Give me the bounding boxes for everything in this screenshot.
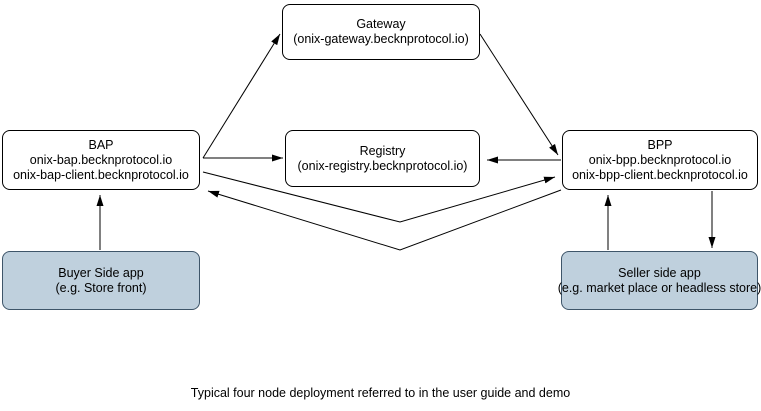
node-seller-title: Seller side app (618, 265, 701, 280)
node-seller-side-app: Seller side app (e.g. market place or he… (557, 251, 761, 310)
node-bpp: BPP onix-bpp.becknprotocol.io onix-bpp-c… (562, 130, 758, 190)
node-buyer-example: (e.g. Store front) (55, 280, 147, 295)
node-bpp-client-url: onix-bpp-client.becknprotocol.io (572, 167, 748, 182)
node-gateway: Gateway (onix-gateway.becknprotocol.io) (282, 4, 480, 60)
node-seller-example: (e.g. market place or headless store) (557, 280, 761, 295)
edge-bap-to-bpp (202, 171, 556, 223)
diagram-caption: Typical four node deployment referred to… (190, 386, 571, 400)
node-registry-url: (onix-registry.becknprotocol.io) (297, 158, 468, 173)
edge-bap-to-gateway (202, 33, 281, 159)
node-registry-title: Registry (359, 143, 406, 158)
edge-bpp-to-bap (207, 189, 562, 251)
node-bap: BAP onix-bap.becknprotocol.io onix-bap-c… (2, 130, 200, 190)
node-gateway-title: Gateway (356, 17, 406, 31)
node-bpp-url: onix-bpp.becknprotocol.io (588, 152, 732, 167)
node-bap-title: BAP (88, 137, 114, 152)
node-gateway-url: (onix-gateway.becknprotocol.io) (293, 32, 469, 46)
edge-gateway-to-bpp (479, 33, 559, 156)
node-buyer-title: Buyer Side app (58, 265, 144, 280)
node-bap-url: onix-bap.becknprotocol.io (29, 152, 173, 167)
node-bpp-title: BPP (647, 137, 673, 152)
node-buyer-side-app: Buyer Side app (e.g. Store front) (2, 251, 200, 310)
node-registry: Registry (onix-registry.becknprotocol.io… (285, 130, 480, 187)
node-bap-client-url: onix-bap-client.becknprotocol.io (13, 167, 189, 182)
